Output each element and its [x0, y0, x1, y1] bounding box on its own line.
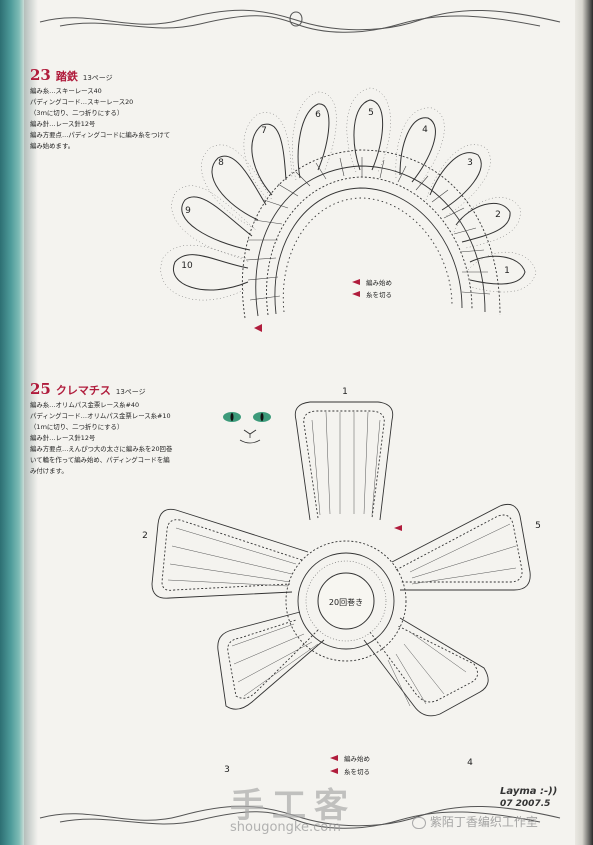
- horseshoe-petal-number: 6: [315, 110, 321, 120]
- section-23-page-ref: 13ページ: [82, 74, 113, 82]
- watermark-url: shougongke.com: [230, 820, 341, 835]
- section-25-note-line: パディングコード…オリムパス金票レース糸#10: [30, 412, 171, 420]
- clematis-petal-number: 1: [342, 387, 348, 397]
- section-23-note-line: 編み糸…スキーレース40: [30, 87, 102, 95]
- watermark-logo: 手工客: [230, 786, 356, 826]
- section-23-notes: 編み糸…スキーレース40 パディングコード…スキーレース20 （3ｍに切り、二つ…: [30, 86, 170, 152]
- book-spine: [0, 0, 24, 845]
- horseshoe-petal-number: 5: [368, 108, 374, 118]
- clematis-petal-number: 4: [467, 758, 473, 768]
- clematis-legend-end: 糸を切る: [344, 767, 370, 776]
- horseshoe-petal-number: 7: [261, 126, 267, 136]
- horseshoe-legend-end: 糸を切る: [366, 290, 392, 299]
- section-23-note-line: （3ｍに切り、二つ折りにする）: [30, 109, 124, 117]
- clematis-legend-start: 編み始め: [344, 754, 370, 763]
- horseshoe-petal-number: 3: [467, 158, 473, 168]
- watermark-wechat-label: 紫陌丁香编织工作室: [429, 815, 538, 829]
- section-23-note-line: 編み始めます。: [30, 142, 75, 150]
- section-25-notes: 編み糸…オリムパス金票レース糸#40 パディングコード…オリムパス金票レース糸#…: [30, 400, 172, 477]
- start-arrow-icon: [254, 324, 262, 332]
- top-ornament: [39, 9, 561, 33]
- section-25-page-ref: 13ページ: [115, 388, 146, 396]
- section-25-note-line: いて輪を作って編み始め、パディングコードを編: [30, 456, 170, 464]
- horseshoe-petal-number: 1: [504, 266, 510, 276]
- horseshoe-legend-start: 編み始め: [366, 278, 392, 287]
- cat-face-icon: [223, 412, 271, 444]
- watermark-wechat: 紫陌丁香编织工作室: [412, 813, 538, 830]
- section-23-note-line: 編み針…レース針12号: [30, 120, 96, 128]
- credit-line-2: 07 2007.5: [500, 799, 551, 809]
- end-arrow-icon: [330, 768, 338, 774]
- end-arrow-icon: [352, 291, 360, 297]
- credit-line-1: Layma :-)): [500, 786, 558, 797]
- section-25-note-line: 編み糸…オリムパス金票レース糸#40: [30, 401, 140, 409]
- section-25-number: 25: [30, 380, 51, 398]
- section-25-note-line: 編み針…レース針12号: [30, 434, 96, 442]
- wechat-icon: [412, 816, 426, 829]
- clematis-petal-number: 5: [535, 521, 541, 531]
- start-arrow-icon: [352, 279, 360, 285]
- section-25-note-line: み付けます。: [30, 467, 68, 475]
- clematis-center-label: 20回巻き: [329, 597, 363, 607]
- start-arrow-icon: [330, 755, 338, 761]
- horseshoe-petal-number: 4: [422, 125, 428, 135]
- section-23-note-line: パディングコード…スキーレース20: [30, 98, 134, 106]
- spine-shadow: [24, 0, 38, 845]
- section-23-title: 23 踏鉄 13ページ: [30, 66, 113, 84]
- section-23-note-line: 編み方要点…パディングコードに編み糸をつけて: [30, 131, 171, 139]
- section-23-name: 踏鉄: [55, 70, 78, 83]
- section-25-note-line: （1ｍに切り、二つ折りにする）: [30, 423, 124, 431]
- section-25-name: クレマチス: [55, 384, 111, 397]
- page-edge: [575, 0, 593, 845]
- horseshoe-petal-number: 8: [218, 158, 224, 168]
- clematis-petal-number: 3: [224, 765, 230, 775]
- horseshoe-petal-number: 2: [495, 210, 501, 220]
- horseshoe-petal-number: 9: [185, 206, 191, 216]
- clematis-petal-number: 2: [142, 531, 148, 541]
- horseshoe-petal-number: 10: [181, 261, 193, 271]
- bottom-ornament: [39, 805, 561, 829]
- section-25-title: 25 クレマチス 13ページ: [30, 380, 146, 398]
- start-arrow-icon: [394, 525, 402, 531]
- section-25-note-line: 編み方要点…えんぴつ大の太さに編み糸を20回巻: [30, 445, 173, 453]
- section-23-number: 23: [30, 66, 51, 84]
